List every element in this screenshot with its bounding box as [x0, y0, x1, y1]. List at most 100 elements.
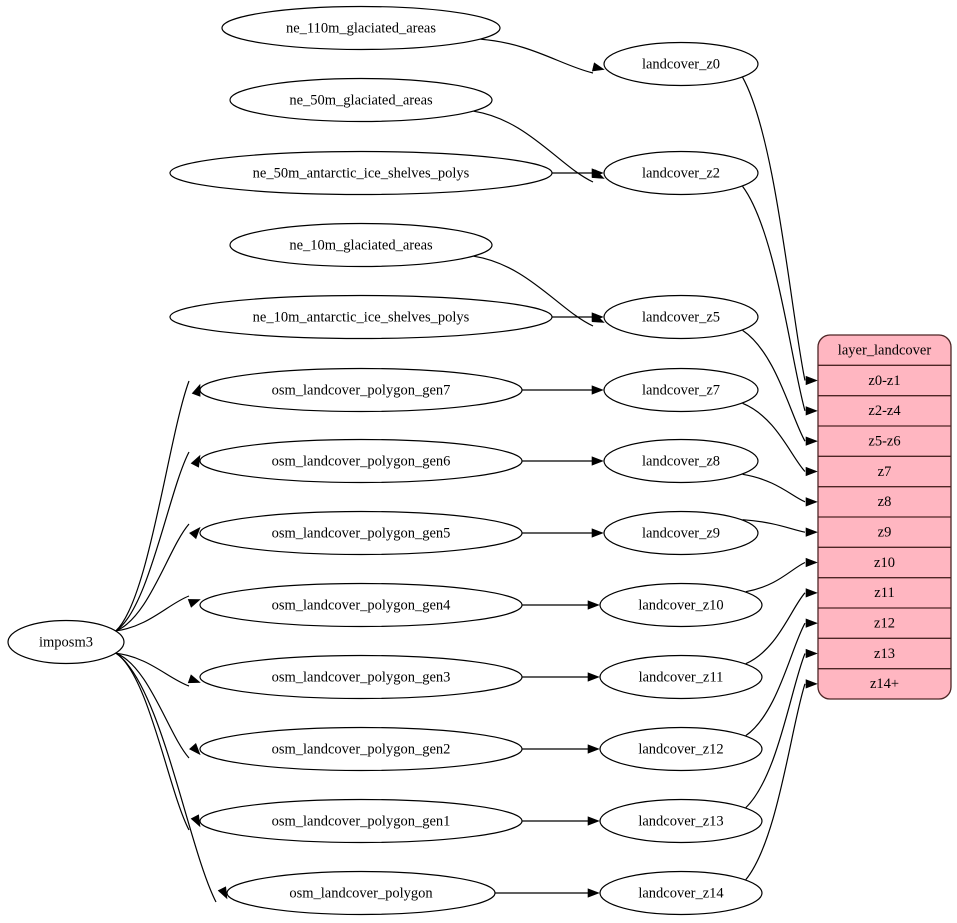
node-label: ne_110m_glaciated_areas — [286, 20, 436, 36]
node-label: osm_landcover_polygon_gen7 — [272, 382, 451, 398]
arrowhead-imposm3-to-osm_landcover_polygon_gen3 — [187, 674, 201, 684]
node-shape — [199, 367, 523, 413]
arrowhead-imposm3-to-osm_landcover_polygon_gen6 — [190, 454, 201, 468]
node-shape — [169, 150, 553, 196]
arrowhead-ne_110m_glaciated_areas-to-landcover_z0 — [591, 62, 605, 72]
arrowhead-osm_landcover_polygon_gen2-to-landcover_z12 — [587, 744, 600, 754]
node-landcover_z11[interactable]: landcover_z11 — [599, 654, 763, 700]
node-osm_landcover_polygon_gen7[interactable]: osm_landcover_polygon_gen7 — [199, 367, 523, 413]
node-osm_landcover_polygon_gen4[interactable]: osm_landcover_polygon_gen4 — [199, 582, 523, 628]
record-row-label: z9 — [878, 524, 892, 540]
record-node-layer: layer_landcoverz0-z1z2-z4z5-z6z7z8z9z10z… — [817, 334, 952, 700]
node-landcover_z2[interactable]: landcover_z2 — [603, 150, 759, 196]
node-label: landcover_z11 — [639, 669, 724, 685]
node-label: landcover_z9 — [642, 525, 720, 541]
node-osm_landcover_polygon[interactable]: osm_landcover_polygon — [226, 870, 496, 916]
arrowhead-landcover_z8-to-layer_landcover_z8 — [805, 497, 818, 507]
node-osm_landcover_polygon_gen2[interactable]: osm_landcover_polygon_gen2 — [199, 726, 523, 772]
arrowhead-imposm3-to-osm_landcover_polygon_gen1 — [190, 814, 201, 828]
node-label: landcover_z7 — [642, 382, 720, 398]
arrowhead-landcover_z12-to-layer_landcover_z12 — [805, 618, 818, 628]
node-osm_landcover_polygon_gen6[interactable]: osm_landcover_polygon_gen6 — [199, 438, 523, 484]
record-row-label: z14+ — [870, 676, 899, 692]
edge-imposm3-to-osm_landcover_polygon_gen2 — [115, 652, 190, 759]
node-shape — [199, 438, 523, 484]
node-landcover_z12[interactable]: landcover_z12 — [599, 726, 763, 772]
node-osm_landcover_polygon_gen3[interactable]: osm_landcover_polygon_gen3 — [199, 654, 523, 700]
node-landcover_z5[interactable]: landcover_z5 — [603, 294, 759, 340]
node-shape — [603, 294, 759, 340]
node-landcover_z7[interactable]: landcover_z7 — [603, 367, 759, 413]
arrowhead-osm_landcover_polygon_gen6-to-landcover_z8 — [591, 456, 604, 466]
node-ne_10m_glaciated_areas[interactable]: ne_10m_glaciated_areas — [229, 222, 493, 268]
node-label: osm_landcover_polygon_gen5 — [272, 525, 451, 541]
edge-landcover_z8-to-layer_landcover_z8 — [742, 473, 806, 503]
node-ne_50m_glaciated_areas[interactable]: ne_50m_glaciated_areas — [229, 77, 493, 123]
record-header-label: layer_landcover — [838, 342, 932, 358]
edge-landcover_z10-to-layer_landcover_z10 — [745, 561, 806, 593]
node-ne_110m_glaciated_areas[interactable]: ne_110m_glaciated_areas — [221, 5, 501, 51]
edge-landcover_z7-to-layer_landcover_z7 — [742, 402, 806, 472]
node-shape — [226, 870, 496, 916]
record-row-label: z10 — [874, 555, 895, 571]
node-landcover_z9[interactable]: landcover_z9 — [603, 510, 759, 556]
node-ne_10m_antarctic_ice_shelves_polys[interactable]: ne_10m_antarctic_ice_shelves_polys — [169, 294, 553, 340]
node-shape — [599, 582, 763, 628]
arrowhead-landcover_z2-to-layer_landcover_z2-z4 — [805, 406, 818, 416]
node-shape — [221, 5, 501, 51]
node-landcover_z10[interactable]: landcover_z10 — [599, 582, 763, 628]
arrowhead-ne_10m_antarctic_ice_shelves_polys-to-landcover_z5 — [591, 312, 604, 322]
node-shape — [599, 798, 763, 844]
node-label: landcover_z0 — [642, 56, 720, 72]
arrowhead-landcover_z10-to-layer_landcover_z10 — [805, 557, 818, 568]
node-osm_landcover_polygon_gen5[interactable]: osm_landcover_polygon_gen5 — [199, 510, 523, 556]
node-label: ne_50m_glaciated_areas — [289, 92, 433, 108]
record-node-layer-landcover[interactable]: layer_landcoverz0-z1z2-z4z5-z6z7z8z9z10z… — [817, 334, 952, 700]
node-osm_landcover_polygon_gen1[interactable]: osm_landcover_polygon_gen1 — [199, 798, 523, 844]
node-ne_50m_antarctic_ice_shelves_polys[interactable]: ne_50m_antarctic_ice_shelves_polys — [169, 150, 553, 196]
arrowhead-osm_landcover_polygon-to-landcover_z14 — [587, 888, 600, 898]
arrowhead-imposm3-to-osm_landcover_polygon_gen2 — [189, 742, 201, 756]
arrowhead-osm_landcover_polygon_gen3-to-landcover_z11 — [587, 672, 600, 682]
arrowhead-landcover_z0-to-layer_landcover_z0-z1 — [805, 375, 818, 386]
node-landcover_z0[interactable]: landcover_z0 — [603, 41, 759, 87]
arrowhead-imposm3-to-osm_landcover_polygon_gen5 — [189, 526, 201, 540]
arrowhead-imposm3-to-osm_landcover_polygon — [217, 886, 228, 900]
arrowhead-imposm3-to-osm_landcover_polygon_gen4 — [187, 599, 201, 608]
node-shape — [599, 654, 763, 700]
node-shape — [603, 510, 759, 556]
node-label: imposm3 — [39, 634, 93, 650]
edge-landcover_z9-to-layer_landcover_z9 — [742, 519, 806, 533]
edge-ne_110m_glaciated_areas-to-landcover_z0 — [480, 38, 594, 74]
node-shape — [603, 150, 759, 196]
record-row-label: z12 — [874, 615, 895, 631]
edge-landcover_z12-to-layer_landcover_z12 — [745, 622, 806, 737]
node-imposm3[interactable]: imposm3 — [7, 619, 125, 665]
edge-landcover_z5-to-layer_landcover_z5-z6 — [742, 329, 806, 442]
node-landcover_z14[interactable]: landcover_z14 — [599, 870, 763, 916]
node-label: osm_landcover_polygon_gen2 — [272, 741, 451, 757]
record-row-label: z11 — [874, 585, 894, 601]
node-label: ne_50m_antarctic_ice_shelves_polys — [253, 165, 470, 181]
node-label: landcover_z8 — [642, 453, 720, 469]
node-label: ne_10m_antarctic_ice_shelves_polys — [253, 309, 470, 325]
node-shape — [599, 870, 763, 916]
node-shape — [169, 294, 553, 340]
node-landcover_z8[interactable]: landcover_z8 — [603, 438, 759, 484]
node-shape — [603, 367, 759, 413]
node-shape — [199, 582, 523, 628]
node-landcover_z13[interactable]: landcover_z13 — [599, 798, 763, 844]
node-shape — [229, 77, 493, 123]
node-shape — [199, 798, 523, 844]
arrowhead-osm_landcover_polygon_gen5-to-landcover_z9 — [591, 528, 604, 538]
node-shape — [199, 654, 523, 700]
edge-ne_10m_glaciated_areas-to-landcover_z5 — [473, 255, 594, 327]
arrowhead-ne_50m_antarctic_ice_shelves_polys-to-landcover_z2 — [591, 168, 604, 178]
node-shape — [229, 222, 493, 268]
arrowhead-landcover_z9-to-layer_landcover_z9 — [805, 527, 818, 537]
edge-imposm3-to-osm_landcover_polygon_gen3 — [115, 652, 190, 687]
node-shape — [599, 726, 763, 772]
node-shape — [199, 510, 523, 556]
